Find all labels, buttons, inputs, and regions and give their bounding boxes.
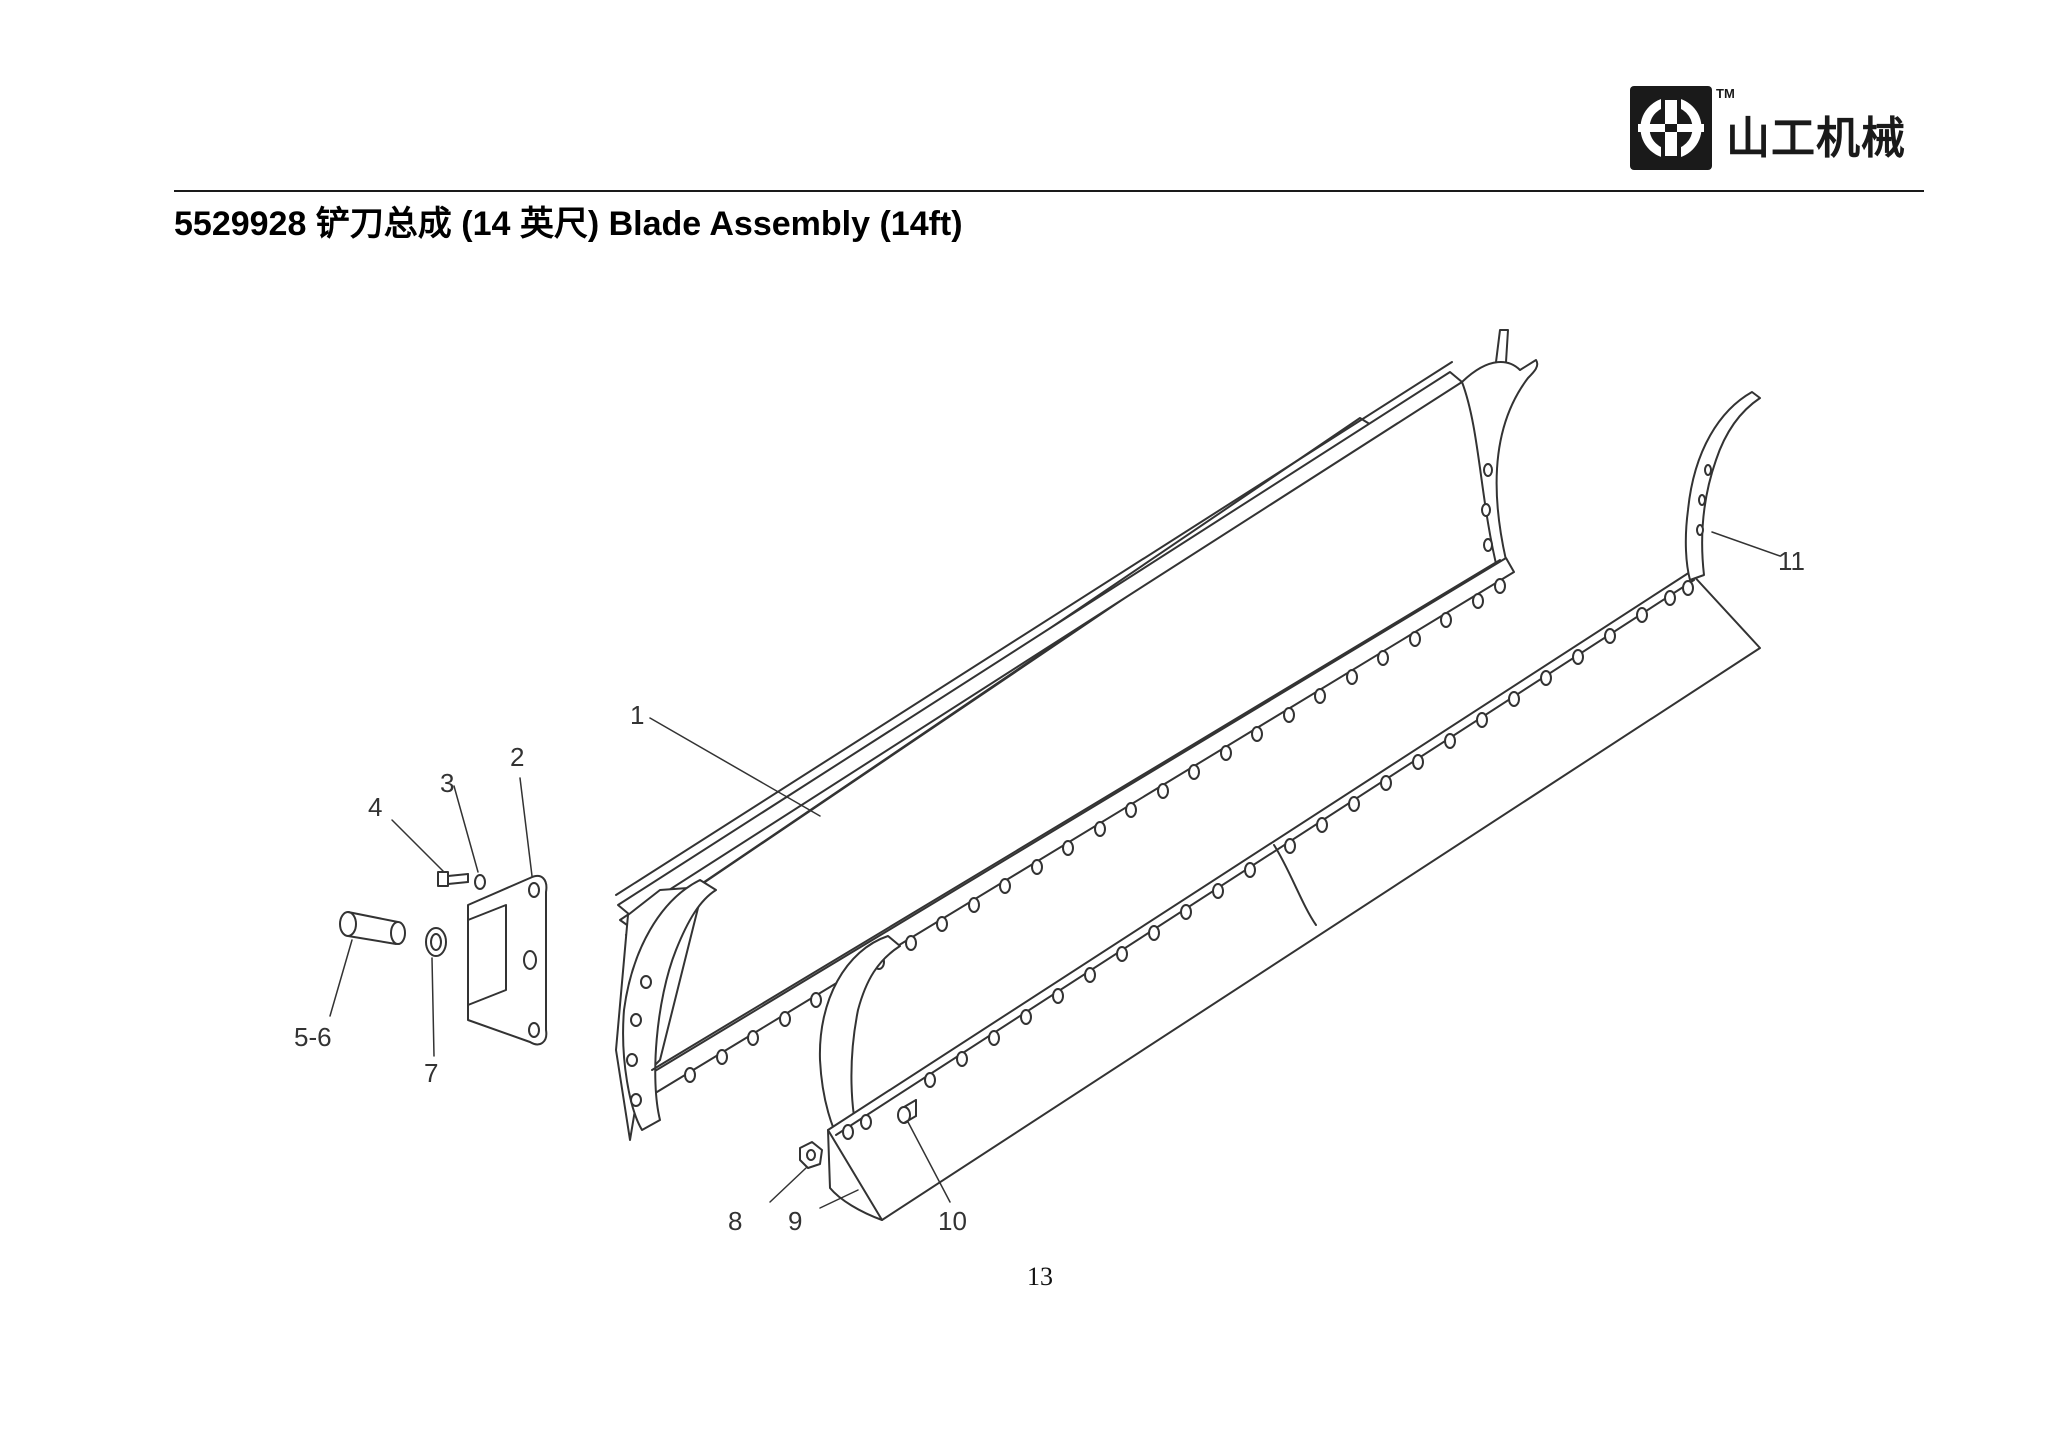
moldboard-frame — [615, 329, 1539, 1141]
callout-labels: 1 2 3 4 5-6 7 8 9 10 11 — [294, 546, 1805, 1236]
callout-11: 11 — [1778, 546, 1805, 576]
bolt-4 — [437, 871, 469, 887]
callout-3: 3 — [440, 768, 454, 798]
page-number: 13 — [1027, 1262, 1053, 1291]
callout-1: 1 — [630, 700, 644, 730]
mounting-bracket — [467, 874, 548, 1046]
callout-10: 10 — [938, 1206, 967, 1236]
trademark-symbol: TM — [1716, 86, 1735, 101]
callout-8: 8 — [728, 1206, 742, 1236]
nut-8 — [799, 1141, 823, 1169]
page-title: 5529928 铲刀总成 (14 英尺) Blade Assembly (14f… — [174, 205, 963, 243]
washer-7 — [425, 927, 447, 957]
leader-lines — [329, 531, 1781, 1209]
end-bit-right — [1684, 391, 1761, 581]
callout-9: 9 — [788, 1206, 802, 1236]
brand-logo: TM 山工机械 — [1630, 86, 1930, 172]
cutting-edge-bolt-holes — [842, 580, 1694, 1140]
moldboard-bolt-holes — [626, 463, 1506, 1107]
brand-name: 山工机械 — [1726, 114, 1906, 163]
logo-mark-icon — [1630, 86, 1712, 170]
callout-4: 4 — [368, 792, 382, 822]
pin-5-6 — [339, 911, 406, 945]
plow-bolt-10 — [897, 1099, 917, 1124]
washer-3 — [474, 874, 486, 890]
callout-5-6: 5-6 — [294, 1022, 332, 1052]
callout-7: 7 — [424, 1058, 438, 1088]
header-divider — [174, 190, 1924, 192]
callout-2: 2 — [510, 742, 524, 772]
cutting-edge — [827, 571, 1761, 1221]
